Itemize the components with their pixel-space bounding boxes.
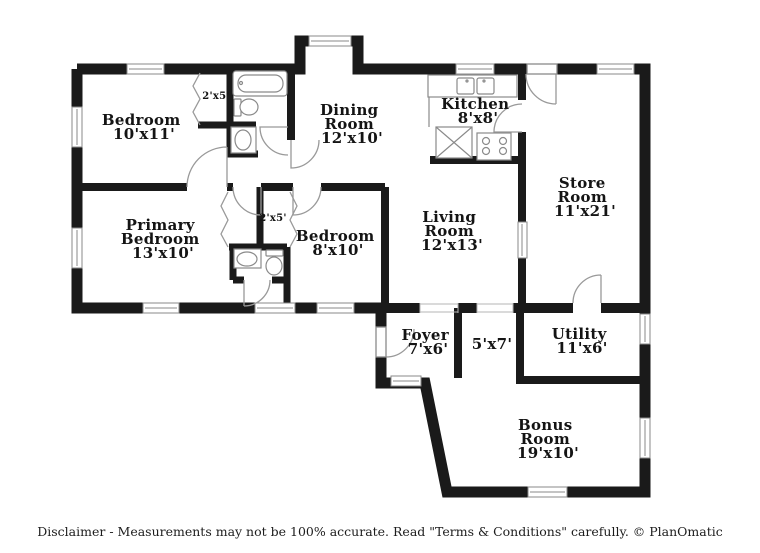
exterior-wall — [375, 63, 651, 498]
stove-icon — [476, 132, 512, 161]
room-label-primary-bedroom: Primary Bedroom 13'x10' — [121, 216, 205, 262]
doors — [186, 63, 602, 358]
disclaimer-text: Disclaimer - Measurements may not be 100… — [37, 524, 723, 539]
door-arc — [572, 274, 602, 304]
kitchen-sink-icon — [456, 77, 495, 95]
window — [639, 417, 651, 459]
room-label-living-room: Living Room 12'x13' — [421, 208, 483, 254]
room-label-foyer: Foyer 7'x6' — [401, 326, 454, 358]
cased-openings — [419, 303, 514, 313]
room-label-kitchen: Kitchen 8'x8' — [441, 95, 515, 127]
room-label-bedroom-1: Bedroom 10'x11' — [102, 111, 186, 143]
window — [639, 313, 651, 345]
window — [455, 63, 495, 75]
window — [71, 227, 83, 269]
room-labels: Bedroom 10'x11' 2'x5' Dining Room 12'x10… — [102, 91, 616, 462]
window — [142, 302, 180, 314]
window — [308, 35, 352, 47]
door-arc — [243, 279, 271, 307]
door-arc — [232, 186, 262, 216]
pass-through-window — [517, 221, 528, 259]
door-arc — [525, 73, 557, 105]
room-label-bedroom-2: Bedroom 8'x10' — [296, 227, 380, 259]
opening-jamb — [419, 303, 514, 313]
room-label-hall: 5'x7' — [472, 335, 513, 353]
sink-icon — [233, 248, 262, 269]
door-arc — [186, 146, 228, 188]
window — [254, 302, 296, 314]
room-label-dining-room: Dining Room 12'x10' — [320, 101, 384, 147]
dishwasher-icon — [435, 126, 473, 159]
room-label-utility: Utility 11'x6' — [552, 325, 612, 357]
interior-wall — [198, 69, 291, 308]
interior-wall — [77, 69, 645, 384]
window — [596, 63, 635, 75]
door-arc — [290, 139, 320, 169]
window — [527, 486, 568, 498]
bifold-door — [289, 191, 298, 248]
door-arc — [493, 103, 523, 133]
window — [71, 106, 83, 148]
bifold-door — [220, 191, 229, 248]
window — [126, 63, 165, 75]
fixtures — [230, 70, 518, 276]
bathtub-icon — [232, 70, 288, 97]
front-door-slab — [375, 326, 387, 358]
door-arc — [385, 328, 415, 358]
room-label-closet-2: 2'x5' — [259, 213, 287, 224]
window — [316, 302, 355, 314]
room-label-bonus-room: Bonus Room 19'x10' — [517, 416, 579, 462]
sink-icon — [230, 126, 257, 154]
toilet-icon — [233, 98, 259, 117]
back-door-slab — [526, 63, 558, 75]
walls — [71, 35, 651, 498]
door-arc — [259, 126, 289, 156]
room-label-closet-1: 2'x5' — [202, 91, 230, 102]
door-arc — [292, 186, 322, 216]
windows — [71, 35, 651, 498]
window — [390, 375, 422, 387]
room-label-store-room: Store Room 11'x21' — [554, 174, 616, 220]
toilet-icon — [265, 249, 284, 276]
bifold-door — [192, 72, 201, 126]
